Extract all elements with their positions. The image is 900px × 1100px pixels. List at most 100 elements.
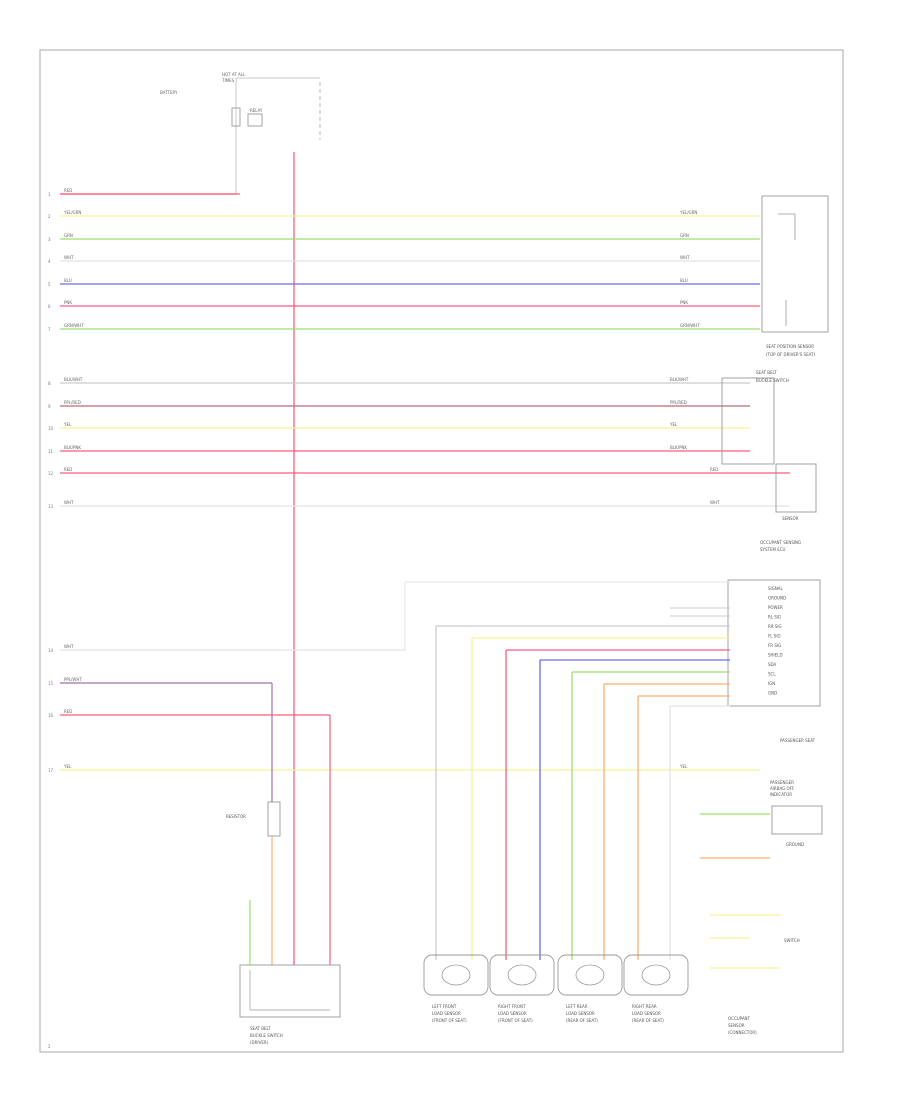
wire-color-label: YEL/GRN	[63, 210, 81, 215]
wire-number: 10	[48, 426, 54, 431]
diagram-border	[39, 49, 844, 1053]
wire-number: 13	[48, 504, 54, 509]
resistor-label: RESISTOR	[226, 814, 246, 819]
wire-number: 16	[48, 713, 54, 718]
sensor-drop-wires	[435, 625, 730, 960]
fuse-label-2: TIMES	[221, 78, 235, 83]
load-sensor-3: LEFT REAR LOAD SENSOR (REAR OF SEAT)	[557, 954, 623, 1023]
wire-color-label: RED	[64, 467, 72, 472]
load-sensor-label: RIGHT REAR	[632, 1004, 657, 1009]
ecu-pin-label: GROUND	[768, 596, 786, 601]
wire-color-label: PPL/WHT	[64, 677, 82, 682]
fuse-label: HOT AT ALL	[222, 72, 246, 77]
ecu-feed-wires	[404, 581, 730, 650]
lamp-label-1: PASSENGER	[770, 780, 794, 785]
wire-number: 12	[48, 471, 54, 476]
wire-color-label: RED	[64, 709, 72, 714]
wire-number: 17	[48, 768, 54, 773]
bottom-right-switches: SWITCH OCCUPANT SENSOR (CONNECTOR)	[710, 914, 800, 1035]
ecu-label: OCCUPANT SENSING	[760, 540, 801, 545]
rb-module-3: (CONNECTOR)	[728, 1030, 757, 1035]
ecu-pin-label: SCL	[768, 672, 776, 677]
load-sensor-label: LOAD SENSOR	[632, 1011, 661, 1016]
load-sensor-icon	[641, 964, 671, 986]
wire-number: 15	[48, 681, 54, 686]
wire-color-label: PPL/RED	[64, 400, 81, 405]
wire-w16: 16 RED	[48, 709, 330, 718]
relay-label: RELAY	[250, 108, 263, 113]
ecu-pin-label: SDA	[768, 662, 777, 667]
ecu-pin-label: POWER	[768, 605, 783, 610]
driver-buckle-module: RESISTOR SEAT BELT BUCKLE SWITCH (DRIVER…	[226, 683, 341, 1045]
occupant-sensing-ecu: OCCUPANT SENSING SYSTEM ECU SIGNAL GROUND…	[727, 540, 821, 707]
wire-color-label-right: WHT	[680, 255, 690, 260]
ecu-pin-label: FR SIG	[768, 643, 781, 648]
wire-number: 2	[48, 214, 51, 219]
seat-position-sub: (TOP OF DRIVER'S SEAT)	[766, 352, 815, 357]
load-sensor-label: LEFT REAR	[566, 1004, 588, 1009]
wire-color-label-right: PNK	[680, 300, 688, 305]
ecu-pin-label: SHIELD	[768, 653, 783, 658]
load-sensor-label: LOAD SENSOR	[432, 1011, 461, 1016]
wire-color-label: YEL	[63, 764, 72, 769]
ecu-pin-label: SIGNAL	[768, 586, 784, 591]
load-sensors: LEFT FRONT LOAD SENSOR (FRONT OF SEAT) RIGH…	[423, 954, 689, 1023]
battery-fuse-block: HOT AT ALL TIMES BATTERY RELAY	[60, 72, 321, 195]
indicator-block: PASSENGER SEAT PASSENGER AIRBAG OFF INDI…	[700, 738, 823, 859]
wire-color-label: BLK/WHT	[64, 377, 83, 382]
seat-belt-buckle-switch: SEAT BELT BUCKLE SWITCH	[721, 370, 789, 465]
wire-color-label: BLU	[64, 278, 72, 283]
wire-number: 8	[48, 381, 51, 386]
ecu-sub: SYSTEM ECU	[760, 547, 786, 552]
rb-module-2: SENSOR	[728, 1023, 745, 1028]
wire-color-label: WHT	[64, 500, 74, 505]
load-sensor-body	[423, 954, 489, 996]
wire-number: 9	[48, 404, 51, 409]
wire-color-label: GRN/WHT	[64, 323, 84, 328]
wire-color-label: GRN	[64, 233, 73, 238]
load-sensor-body	[489, 954, 555, 996]
rb-module-1: OCCUPANT	[728, 1016, 751, 1021]
bl-module-3: (DRIVER)	[250, 1040, 269, 1045]
lamp-label-3: INDICATOR	[770, 792, 792, 797]
load-sensor-label: (REAR OF SEAT)	[566, 1018, 598, 1023]
ecu-pin-label: GND	[768, 691, 777, 696]
wire-color-label-right: WHT	[710, 500, 720, 505]
lamp-label-2: AIRBAG OFF	[770, 786, 795, 791]
load-sensor-label: RIGHT FRONT	[498, 1004, 526, 1009]
switch-label: SWITCH	[784, 938, 800, 943]
wire-number: 1	[48, 192, 51, 197]
sensor-small-label: SENSOR	[782, 516, 799, 521]
sensor-small: SENSOR	[775, 463, 817, 521]
passenger-seat-label: PASSENGER SEAT	[780, 738, 816, 743]
wire-number: 7	[48, 327, 51, 332]
wire-color-label-right: YEL	[669, 422, 678, 427]
ground-label: GROUND	[786, 842, 804, 847]
load-sensor-label: LOAD SENSOR	[498, 1011, 527, 1016]
load-sensor-label: LOAD SENSOR	[566, 1011, 595, 1016]
wire-number: 6	[48, 304, 51, 309]
load-sensor-icon	[575, 964, 605, 986]
load-sensor-body	[557, 954, 623, 996]
load-sensor-label: (FRONT OF SEAT)	[498, 1018, 533, 1023]
load-sensor-label: LEFT FRONT	[432, 1004, 457, 1009]
wire-number: 5	[48, 282, 51, 287]
wire-number: 14	[48, 648, 54, 653]
wire-color-label: YEL	[63, 422, 72, 427]
wire-w14: 14 WHT	[48, 644, 405, 653]
buckle-label: SEAT BELT	[756, 370, 777, 375]
wire-color-label-right: GRN	[680, 233, 689, 238]
wire-color-label: RED	[64, 188, 72, 193]
ecu-pin-label: RR SIG	[768, 624, 782, 629]
wire-color-label: WHT	[64, 644, 74, 649]
battery-label: BATTERY	[160, 90, 178, 95]
